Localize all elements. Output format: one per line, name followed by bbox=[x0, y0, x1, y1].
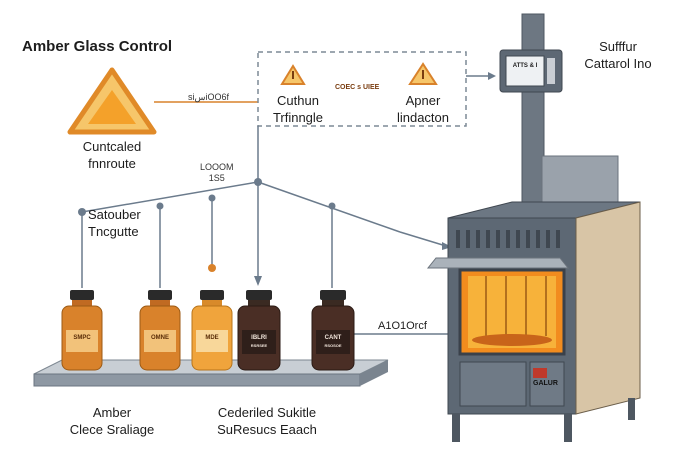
bottle-2 bbox=[139, 290, 181, 371]
page-title: Amber Glass Control bbox=[22, 38, 173, 55]
legend-box bbox=[257, 51, 467, 127]
chimney-pipe bbox=[521, 13, 545, 221]
legend-item-1-line2: Trfinngle bbox=[272, 110, 324, 125]
warning-label: Cuntcaled fnnroute bbox=[66, 138, 158, 172]
legend-item-2: Apner lindacton bbox=[384, 92, 462, 126]
bottle-3 bbox=[191, 290, 233, 371]
branch-label: Satouber Tncgutte bbox=[88, 206, 141, 240]
sensor-label-line1: Sufffur bbox=[599, 39, 637, 54]
legend-item-2-line1: Apner bbox=[405, 93, 441, 108]
legend-item-1-line1: Cuthun bbox=[277, 93, 319, 108]
conveyor-label: A1O1Orcf bbox=[378, 320, 427, 332]
bottle-4-label-sub: RSRSEE bbox=[250, 343, 268, 348]
bottle-5-label-sub: RSOSOE bbox=[324, 343, 342, 348]
bottle-1 bbox=[61, 290, 103, 371]
node-label-line1: LOOOM bbox=[200, 162, 234, 172]
caution-icon bbox=[280, 64, 306, 85]
bottle-4-label: IBLRI RSRSEE bbox=[242, 334, 276, 350]
sensor-label-line2: Cattarol Ino bbox=[584, 56, 652, 71]
bottom-center-line2: SuResucs Eaach bbox=[217, 422, 317, 437]
connector-label: siسiOO6f bbox=[188, 92, 230, 102]
bottom-left-label: Amber Clece Sraliage bbox=[52, 404, 172, 438]
bottle-2-label: OMNE bbox=[151, 335, 169, 341]
bottle-5 bbox=[311, 290, 355, 371]
branch-label-line1: Satouber bbox=[88, 207, 141, 222]
sensor-label: Sufffur Cattarol Ino bbox=[572, 38, 664, 72]
node-label: LOOOM 1S5 bbox=[200, 162, 234, 184]
sensor-screen bbox=[505, 55, 545, 87]
bottle-5-label-main: CANT bbox=[324, 335, 342, 341]
legend-item-2-line2: lindacton bbox=[396, 110, 450, 125]
legend-item-1: Cuthun Trfinngle bbox=[268, 92, 328, 126]
bottle-4 bbox=[237, 290, 281, 371]
bottom-center-line1: Cederiled Sukitle bbox=[217, 405, 317, 420]
warning-label-line2: fnnroute bbox=[88, 156, 136, 171]
bottle-3-label: MDE bbox=[205, 335, 219, 341]
node-label-line2: 1S5 bbox=[208, 173, 225, 183]
hub-node bbox=[254, 178, 262, 186]
bottom-left-line1: Amber bbox=[92, 405, 132, 420]
bottle-4-label-main: IBLRI bbox=[251, 335, 267, 341]
bottle-5-label: CANT RSOSOE bbox=[316, 334, 350, 350]
sensor-screen-text: ATTS & I bbox=[507, 62, 543, 70]
legend-center-label: COEC s UIEE bbox=[335, 84, 380, 91]
warning-triangle-icon bbox=[67, 67, 157, 135]
warning-label-line1: Cuntcaled bbox=[82, 139, 142, 154]
alert-icon bbox=[408, 62, 438, 85]
bottom-left-line2: Clece Sraliage bbox=[69, 422, 155, 437]
furnace bbox=[426, 201, 641, 442]
bottom-center-label: Cederiled Sukitle SuResucs Eaach bbox=[196, 404, 338, 438]
bottle-1-label: SMPC bbox=[73, 335, 91, 341]
furnace-label: GALUR bbox=[533, 380, 558, 387]
sensor-screen-line1: ATTS & I bbox=[512, 63, 538, 69]
branch-label-line2: Tncgutte bbox=[88, 224, 139, 239]
